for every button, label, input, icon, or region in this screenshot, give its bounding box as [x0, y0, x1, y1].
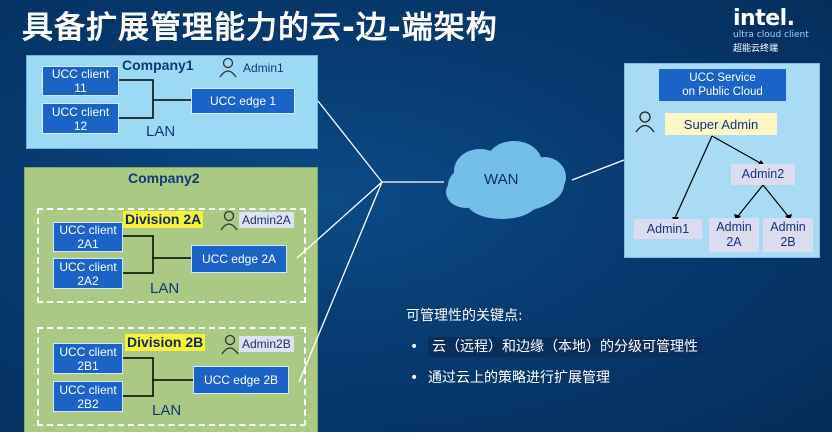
- key-point-text: 通过云上的策略进行扩展管理: [428, 370, 610, 386]
- division-2b-label: Division 2B: [125, 334, 206, 351]
- division-2a-label: Division 2A: [123, 211, 204, 228]
- client-label: UCC client: [59, 382, 117, 397]
- division-2a-lan-label: LAN: [150, 280, 180, 297]
- admin1-tag: Admin1: [243, 61, 284, 75]
- ucc-service-box: UCC Service on Public Cloud: [659, 69, 786, 101]
- ucc-client-12: UCC client 12: [42, 103, 119, 134]
- admin-label: Admin: [770, 220, 806, 234]
- ucc-client-2b2: UCC client 2B2: [53, 381, 123, 412]
- admin2a-box: Admin 2A: [709, 218, 759, 252]
- key-point-item: • 通过云上的策略进行扩展管理: [410, 367, 610, 387]
- wan-label: WAN: [484, 171, 519, 188]
- key-points-title: 可管理性的关键点:: [406, 308, 523, 324]
- company2-name: Company2: [128, 170, 200, 186]
- bullet-dot: •: [410, 339, 419, 355]
- ucc-edge-2a: UCC edge 2A: [191, 245, 287, 273]
- bottom-bar: [0, 432, 832, 444]
- client-label: UCC client: [51, 67, 110, 81]
- ucc-client-2a1: UCC client 2A1: [53, 222, 123, 252]
- admin2a-tag: Admin2A: [239, 212, 294, 228]
- admin2-box: Admin2: [731, 164, 795, 185]
- client-id: 2B2: [77, 396, 99, 411]
- wan-cloud-icon: [446, 141, 566, 219]
- wan-link-company1: [317, 100, 383, 183]
- admin2a-person-icon: [220, 210, 238, 231]
- admin2b-tag: Admin2B: [239, 336, 294, 352]
- admin-id: 2A: [726, 235, 742, 249]
- company1-lan-label: LAN: [146, 123, 176, 140]
- service-line1: UCC Service: [689, 72, 756, 84]
- client-label: UCC client: [59, 259, 117, 274]
- admin-id: 2B: [780, 235, 796, 249]
- client-id: 2A2: [77, 273, 99, 288]
- logo-brand: intel.: [733, 6, 795, 31]
- client-id: 11: [74, 81, 87, 95]
- logo-tagline: ultra cloud client: [733, 30, 809, 40]
- cloud-link-service: [571, 159, 625, 181]
- service-line2: on Public Cloud: [682, 86, 763, 98]
- ucc-edge-1: UCC edge 1: [191, 88, 295, 114]
- intel-logo: intel. ultra cloud client 超能云终端: [733, 6, 813, 54]
- ucc-client-2a2: UCC client 2A2: [53, 258, 123, 289]
- client-label: UCC client: [59, 223, 117, 237]
- super-admin-person-icon: [635, 111, 655, 133]
- admin1-box: Admin1: [634, 219, 702, 239]
- client-label: UCC client: [51, 104, 110, 119]
- division-2b-lan-label: LAN: [152, 402, 182, 419]
- client-label: UCC client: [59, 344, 117, 359]
- client-id: 2B1: [77, 358, 99, 373]
- company1-name: Company1: [122, 57, 194, 73]
- ucc-client-2b1: UCC client 2B1: [53, 343, 123, 374]
- admin1-person-icon: [219, 57, 237, 78]
- ucc-edge-2b: UCC edge 2B: [193, 366, 289, 394]
- key-point-item: • 云（远程）和边缘（本地）的分级可管理性: [410, 336, 702, 357]
- bullet-dot: •: [410, 370, 419, 386]
- admin-label: Admin: [716, 220, 752, 234]
- admin2b-person-icon: [221, 334, 239, 355]
- admin2b-box: Admin 2B: [763, 218, 813, 252]
- ucc-client-11: UCC client 11: [42, 66, 119, 96]
- logo-tagline-cn: 超能云终端: [733, 44, 779, 54]
- slide-title: 具备扩展管理能力的云-边-端架构: [22, 10, 498, 46]
- key-point-text: 云（远程）和边缘（本地）的分级可管理性: [428, 337, 702, 357]
- client-id: 12: [73, 118, 88, 133]
- client-id: 2A1: [77, 237, 99, 251]
- super-admin-box: Super Admin: [665, 113, 777, 135]
